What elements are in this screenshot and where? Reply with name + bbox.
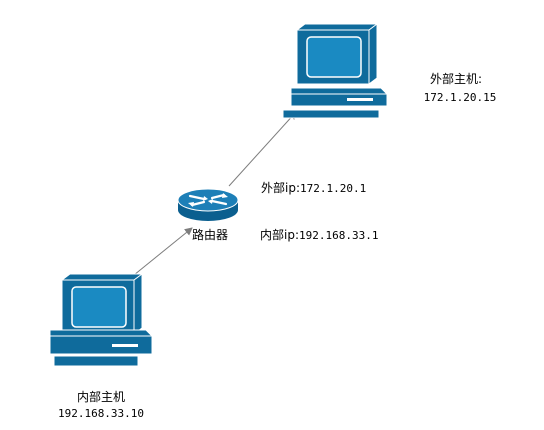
link-router-to-external-host — [228, 111, 297, 187]
router-external-ip-value: 172.1.20.1 — [300, 182, 367, 195]
internal-host-computer-icon — [49, 273, 153, 367]
router-internal-ip-row: 内部ip:192.168.33.1 — [260, 228, 378, 243]
router-icon — [177, 188, 239, 221]
internal-host-name: 内部主机 — [76, 390, 126, 404]
external-host-ip: 172.1.20.15 — [423, 91, 497, 104]
external-host-name: 外部主机: — [429, 72, 483, 86]
link-internal-host-to-router — [133, 227, 193, 276]
internal-host-ip: 192.168.33.10 — [57, 407, 145, 420]
router-internal-ip-label: 内部ip: — [260, 228, 299, 242]
router-internal-ip-value: 192.168.33.1 — [299, 229, 379, 242]
external-host-computer-icon — [282, 23, 388, 119]
router-name: 路由器 — [191, 228, 229, 242]
router-external-ip-row: 外部ip:172.1.20.1 — [261, 181, 366, 196]
router-external-ip-label: 外部ip: — [261, 181, 300, 195]
